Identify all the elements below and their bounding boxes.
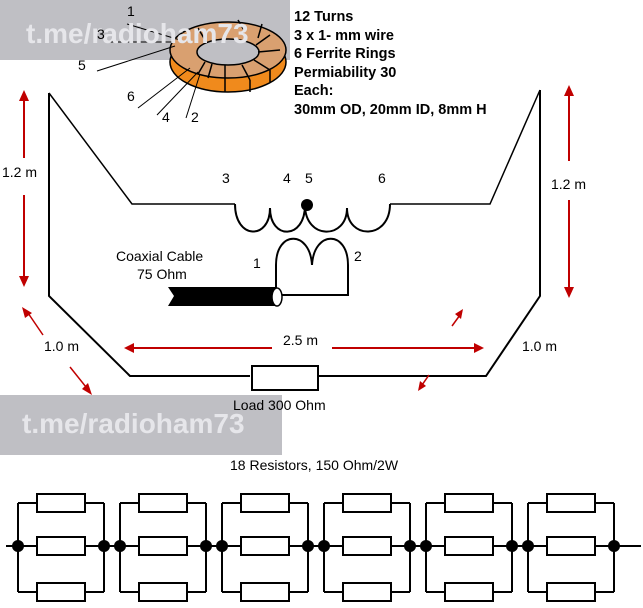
spec-wire: 3 x 1- mm wire <box>294 27 394 44</box>
left-slant-arrowhead-up <box>22 307 32 318</box>
spec-dimensions: 30mm OD, 20mm ID, 8mm H <box>294 101 487 118</box>
spec-permeability: Permiability 30 <box>294 64 397 81</box>
antenna-top-left-slant <box>48 92 235 205</box>
right-slant-arrow-down <box>421 374 430 386</box>
left-slant-arrowhead-down <box>82 383 92 395</box>
resistor <box>36 493 86 513</box>
toroid-spec-list: 12 Turns 3 x 1- mm wire 6 Ferrite Rings … <box>294 8 487 119</box>
coax-label-line1: Coaxial Cable <box>116 248 204 264</box>
dim-left-height: 1.2 m <box>2 164 38 180</box>
dim-left-slant: 1.0 m <box>44 338 80 354</box>
antenna-left-wire <box>48 93 250 377</box>
junction-dot <box>114 540 126 552</box>
resistor <box>240 536 290 556</box>
dim-bottom-width: 2.5 m <box>283 332 319 348</box>
bottom-width-arrowhead-right <box>474 343 484 353</box>
spec-rings: 6 Ferrite Rings <box>294 46 396 62</box>
toroid-terminal-6: 6 <box>127 88 135 104</box>
right-height-arrowhead-down <box>564 287 574 298</box>
toroid-terminal-4: 4 <box>162 109 170 125</box>
left-height-arrowhead-up <box>19 90 29 101</box>
antenna-top-right-slant <box>390 89 541 205</box>
winding-label-3: 3 <box>222 170 230 186</box>
resistor <box>444 582 494 602</box>
resistor-network <box>6 493 641 602</box>
winding-label-4: 4 <box>283 170 291 186</box>
junction-dot <box>318 540 330 552</box>
resistor <box>240 493 290 513</box>
dimension-arrows <box>19 85 574 395</box>
resistor <box>36 536 86 556</box>
resistor <box>342 493 392 513</box>
coax-cable <box>168 287 275 306</box>
junction-dot <box>12 540 24 552</box>
load-label: Load 300 Ohm <box>233 397 326 413</box>
watermark-text-bottom: t.me/radioham73 <box>22 408 245 439</box>
resistor <box>138 582 188 602</box>
left-slant-arrow-up <box>27 312 44 336</box>
resistor <box>444 493 494 513</box>
resistor-network-title: 18 Resistors, 150 Ohm/2W <box>230 457 399 473</box>
toroid-terminal-1: 1 <box>127 3 135 19</box>
center-tap-dot <box>301 199 313 211</box>
load-resistor <box>251 365 319 391</box>
toroid-terminal-3: 3 <box>97 26 105 42</box>
spec-turns: 12 Turns <box>294 9 354 25</box>
left-slant-arrow-down <box>69 366 87 388</box>
secondary-winding <box>234 203 391 233</box>
toroid-core <box>96 19 287 119</box>
toroid-terminal-2: 2 <box>191 109 199 125</box>
coax-cable-end <box>271 287 283 307</box>
spec-each: Each: <box>294 83 334 99</box>
resistor <box>342 582 392 602</box>
winding-label-6: 6 <box>378 170 386 186</box>
resistor <box>138 536 188 556</box>
left-height-arrowhead-down <box>19 276 29 287</box>
antenna-frame <box>48 89 541 377</box>
resistor <box>546 493 596 513</box>
junction-dot <box>522 540 534 552</box>
resistor <box>444 536 494 556</box>
winding-label-5: 5 <box>305 170 313 186</box>
toroid-terminal-5: 5 <box>78 57 86 73</box>
resistor <box>138 493 188 513</box>
resistor <box>546 536 596 556</box>
right-slant-arrowhead-down <box>418 381 426 391</box>
resistor <box>342 536 392 556</box>
dim-right-slant: 1.0 m <box>522 338 558 354</box>
junction-dot <box>420 540 432 552</box>
watermark-box-bottom <box>0 395 282 455</box>
coax-label-line2: 75 Ohm <box>137 266 187 282</box>
right-height-arrowhead-up <box>564 85 574 96</box>
bottom-width-arrowhead-left <box>124 343 134 353</box>
toroid-windings <box>197 19 281 92</box>
resistor <box>546 582 596 602</box>
right-slant-arrowhead-up <box>455 309 463 319</box>
junction-dot <box>216 540 228 552</box>
primary-winding <box>275 237 349 296</box>
winding-label-1: 1 <box>253 255 261 271</box>
winding-label-2: 2 <box>354 248 362 264</box>
resistor <box>36 582 86 602</box>
resistor <box>240 582 290 602</box>
toroid-leads <box>96 23 201 119</box>
watermark-text-top: t.me/radioham73 <box>26 18 249 49</box>
dim-right-height: 1.2 m <box>551 176 587 192</box>
antenna-right-wire <box>318 90 541 377</box>
